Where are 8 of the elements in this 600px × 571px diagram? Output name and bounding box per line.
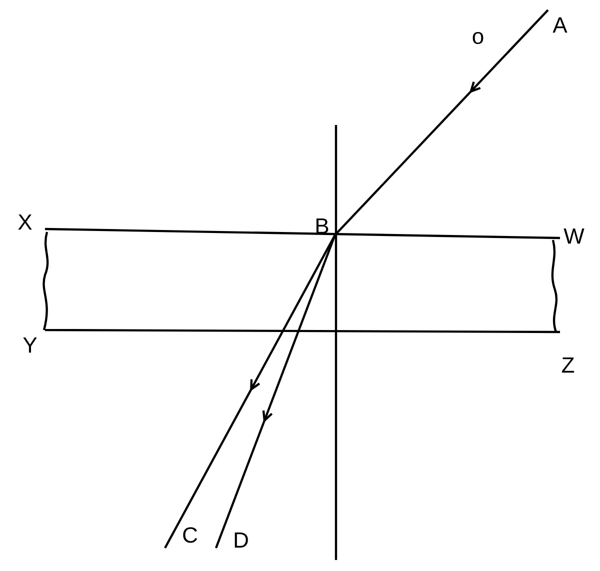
point-label: C	[183, 527, 198, 543]
point-label: D	[234, 532, 248, 548]
letter-label: o	[472, 32, 484, 44]
letter-label: W	[564, 228, 584, 244]
point-label: A	[552, 17, 568, 33]
letter-label: Y	[23, 337, 37, 353]
letter-label: X	[18, 214, 32, 230]
letter-label: Z	[562, 357, 574, 373]
